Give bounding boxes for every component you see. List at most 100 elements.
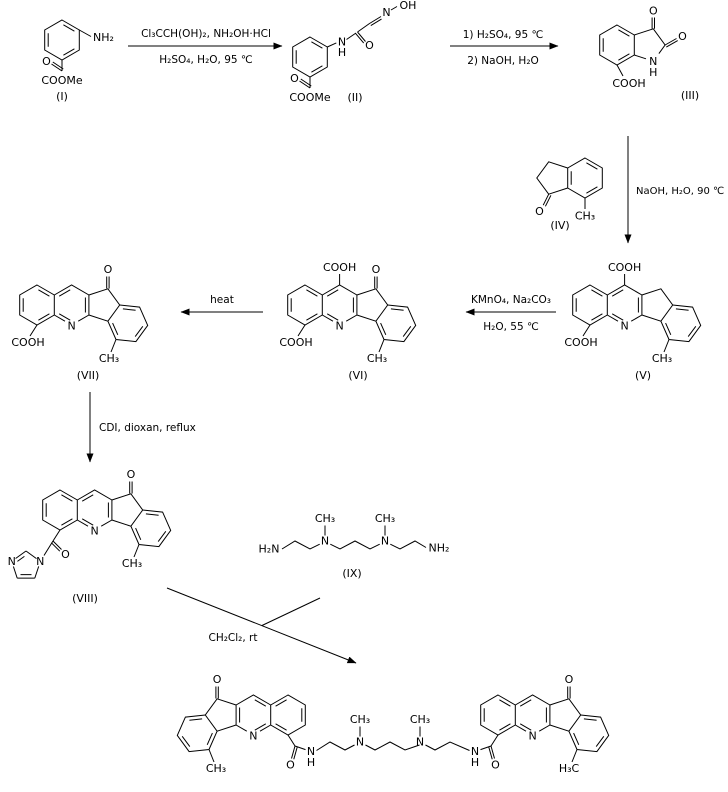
n-atom-label: N xyxy=(321,535,329,548)
ketone-bond xyxy=(106,276,110,289)
substituent-bond xyxy=(29,324,38,337)
cooh-label: COOH xyxy=(564,336,597,349)
cooh-label: COOH xyxy=(612,77,645,90)
benzene-ring xyxy=(44,19,80,61)
ring-skeleton xyxy=(287,284,417,343)
reagent-text: CH₂Cl₂, rt xyxy=(208,632,257,644)
ch3-label: CH₃ xyxy=(652,352,672,365)
reagent-text: KMnO₄, Na₂CO₃ xyxy=(471,294,551,306)
ring-skeleton xyxy=(19,284,149,343)
o-atom-label: O xyxy=(565,673,574,686)
compound-IX: H₂N N CH₃ N CH₃ NH₂ (IX) xyxy=(259,512,450,580)
o-atom-label: O xyxy=(491,759,500,772)
five-ring-bonds xyxy=(634,28,666,60)
amide-bonds xyxy=(291,745,306,760)
substituent-bond xyxy=(582,324,591,337)
ester-bonds xyxy=(299,77,312,89)
compound-number: (IX) xyxy=(342,567,361,580)
compound-VI: COOH O N COOH CH₃ (VI) xyxy=(279,261,417,382)
coome-label: COOMe xyxy=(41,74,82,87)
o-atom-label: O xyxy=(61,548,70,561)
cooh-label: COOH xyxy=(323,261,356,274)
substituent-bond xyxy=(52,529,61,542)
substituent-bond xyxy=(110,339,117,353)
compound-number: (I) xyxy=(56,90,68,103)
benzene-ring xyxy=(599,24,635,66)
reagent-text: heat xyxy=(210,294,234,306)
cooh-label: COOH xyxy=(608,261,641,274)
imidazole-ring-bonds xyxy=(12,550,40,579)
oxime-amide-bonds xyxy=(327,6,398,48)
o-atom-label: O xyxy=(649,5,658,18)
reagent-text: 1) H₂SO₄, 95 ℃ xyxy=(463,29,544,41)
arrow-step2: 1) H₂SO₄, 95 ℃ 2) NaOH, H₂O xyxy=(450,29,559,67)
n-atom-label: N xyxy=(471,745,479,758)
h-atom-label: H xyxy=(471,756,479,769)
chain-bonds xyxy=(316,726,470,751)
substituent-bonds xyxy=(542,193,586,209)
n-atom-label: N xyxy=(338,36,346,49)
substituent-bond xyxy=(663,339,670,353)
substituent-bonds xyxy=(51,29,92,72)
n-atom-label: N xyxy=(356,736,364,749)
ring-skeleton xyxy=(42,489,172,548)
substituent-bond xyxy=(287,734,296,747)
ring-skeleton xyxy=(176,694,306,753)
h-atom-label: H xyxy=(338,46,346,59)
h-atom-label: H xyxy=(307,756,315,769)
arrow-step1: Cl₃CCH(OH)₂, NH₂OH·HCl H₂SO₄, H₂O, 95 ℃ xyxy=(128,28,283,66)
ketone-bond xyxy=(129,481,133,494)
arrow-step7: CH₂Cl₂, rt xyxy=(166,587,357,664)
n-atom-label: N xyxy=(382,6,390,19)
compound-number: (III) xyxy=(681,89,699,102)
compound-VIII: O N CH₃ O N N (VIII) xyxy=(8,468,172,605)
reaction-arrow xyxy=(166,587,357,664)
compound-III: O O N H COOH (III) xyxy=(599,5,699,102)
h-atom-label: H xyxy=(649,66,657,79)
five-ring-bonds xyxy=(536,161,568,195)
n-atom-label: N xyxy=(416,736,424,749)
n-atom-label: N xyxy=(36,555,44,568)
o-atom-label: O xyxy=(365,39,374,52)
ch3-label: CH₃ xyxy=(99,352,119,365)
arrow-step6: CDI, dioxan, reflux xyxy=(86,392,196,463)
o-atom-label: O xyxy=(290,72,299,85)
coome-label: COOMe xyxy=(289,91,330,104)
o-atom-label: O xyxy=(42,55,51,68)
compound-VII: O N COOH CH₃ (VII) xyxy=(11,263,149,382)
benzene-ring xyxy=(292,36,328,78)
reagent-text: NaOH, H₂O, 90 ℃ xyxy=(636,186,724,197)
nh2-label: NH₂ xyxy=(93,31,114,44)
compound-I: NH₂ O COOMe (I) xyxy=(41,19,114,103)
merge-line xyxy=(261,597,321,626)
compound-number: (II) xyxy=(347,91,362,104)
substituent-bond xyxy=(208,749,215,763)
ch3-label: CH₃ xyxy=(575,210,595,223)
reagent-text: H₂SO₄, H₂O, 95 ℃ xyxy=(159,54,252,66)
oh-label: OH xyxy=(400,0,417,12)
o-atom-label: O xyxy=(127,468,136,481)
ch3-label: CH₃ xyxy=(206,762,226,775)
substituent-bond xyxy=(571,749,578,763)
ring-skeleton xyxy=(480,694,610,753)
o-atom-label: O xyxy=(286,759,295,772)
ring-skeleton xyxy=(572,284,702,343)
compound-V: COOH N COOH CH₃ (V) xyxy=(564,261,702,382)
reagent-text: CDI, dioxan, reflux xyxy=(99,422,196,434)
compound-number: (IV) xyxy=(550,219,569,232)
reagent-text: Cl₃CCH(OH)₂, NH₂OH·HCl xyxy=(141,28,271,40)
n-atom-label: N xyxy=(8,555,16,568)
cooh-label: COOH xyxy=(11,336,44,349)
ketone-bond xyxy=(215,686,219,699)
ch3-label: CH₃ xyxy=(367,352,387,365)
compound-number: (VIII) xyxy=(72,592,98,605)
ketone-bond xyxy=(374,276,378,289)
product: O N CH₃ O N H N CH₃ N CH₃ N H O N O H₃C xyxy=(176,673,610,775)
n-atom-label: N xyxy=(649,55,657,68)
compound-number: (VI) xyxy=(348,369,367,382)
ch3-label: CH₃ xyxy=(410,713,430,726)
o-atom-label: O xyxy=(213,673,222,686)
n-atom-label: N xyxy=(381,535,389,548)
